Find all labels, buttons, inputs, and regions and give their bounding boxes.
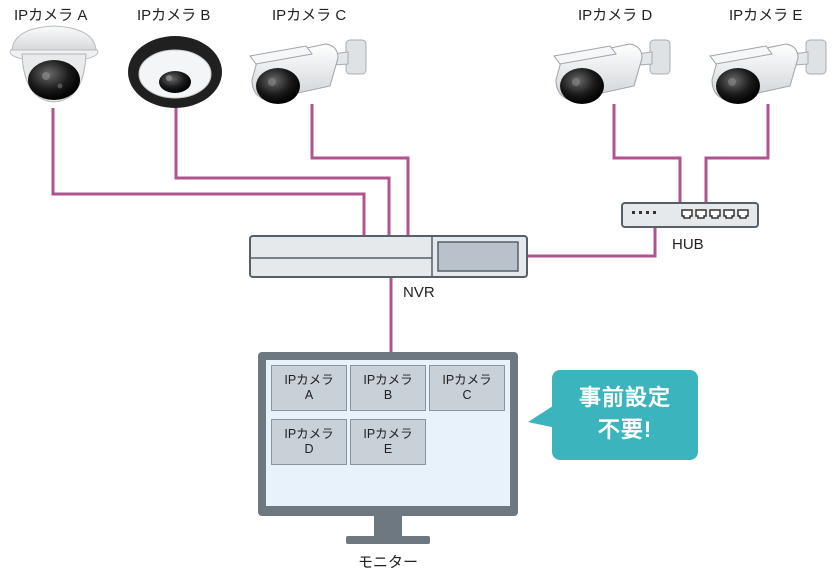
- camera-b-fisheye-icon: [128, 36, 222, 108]
- callout-line-2: 不要!: [597, 417, 653, 442]
- camera-a-label: IPカメラ A: [14, 7, 88, 24]
- cable-camera-a: [51, 108, 366, 236]
- camera-c-bullet-icon: [249, 39, 367, 104]
- cables: [51, 104, 770, 352]
- tile-label: IPカメラ: [363, 373, 413, 387]
- tile-id: C: [462, 388, 472, 402]
- tile-label: IPカメラ: [284, 373, 334, 387]
- hub-label: HUB: [672, 236, 704, 253]
- cable-camera-d: [612, 104, 682, 204]
- callout-line-1: 事前設定: [578, 385, 671, 410]
- cable-hub-nvr: [527, 227, 657, 258]
- tile-label: IPカメラ: [442, 373, 492, 387]
- callout-pointer: [528, 404, 556, 428]
- nvr-label: NVR: [403, 284, 435, 301]
- monitor-label: モニター: [358, 554, 419, 571]
- screen-tile-camera-e: IPカメラ E: [350, 419, 426, 465]
- screen-tile-camera-c: IPカメラ C: [429, 365, 505, 411]
- tile-id: E: [383, 442, 393, 456]
- camera-b-label: IPカメラ B: [137, 7, 211, 24]
- cable-camera-b: [174, 104, 391, 236]
- camera-c-label: IPカメラ C: [272, 7, 347, 24]
- camera-d-bullet-icon: [553, 39, 671, 104]
- tile-id: A: [304, 388, 314, 402]
- camera-a-dome-icon: [9, 25, 99, 103]
- camera-e-label: IPカメラ E: [729, 7, 803, 24]
- callout-bubble: 事前設定 不要!: [552, 370, 698, 460]
- camera-d-label: IPカメラ D: [578, 7, 653, 24]
- screen-tile-camera-a: IPカメラ A: [271, 365, 347, 411]
- nvr-icon: [249, 235, 528, 278]
- hub-icon: [621, 202, 759, 228]
- camera-e-bullet-icon: [709, 39, 827, 104]
- screen-tile-camera-d: IPカメラ D: [271, 419, 347, 465]
- tile-label: IPカメラ: [363, 427, 413, 441]
- tile-label: IPカメラ: [284, 427, 334, 441]
- cable-camera-e: [704, 104, 770, 204]
- tile-id: D: [304, 442, 314, 456]
- cable-camera-c: [310, 104, 410, 236]
- screen-tile-camera-b: IPカメラ B: [350, 365, 426, 411]
- tile-id: B: [383, 388, 393, 402]
